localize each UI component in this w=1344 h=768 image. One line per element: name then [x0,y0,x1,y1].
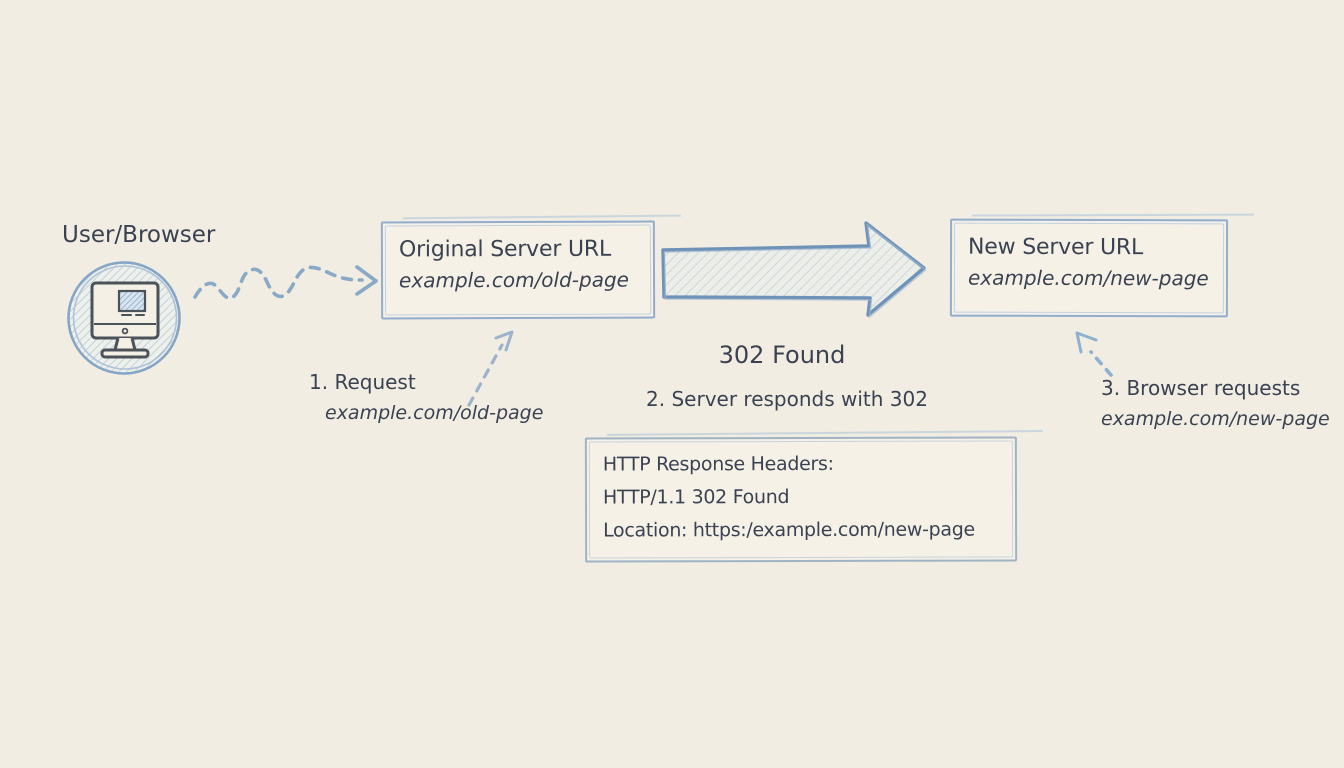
headers-line-title: HTTP Response Headers: [602,452,834,476]
computer-monitor-icon [67,261,181,375]
new-server-box: New Server URL example.com/new-page [949,218,1229,318]
original-server-title: Original Server URL [398,236,612,263]
original-server-box: Original Server URL example.com/old-page [380,220,656,320]
step1-line2: example.com/old-page [325,402,544,424]
redirect-block-arrow-icon [661,221,927,319]
new-server-title: New Server URL [968,234,1144,261]
request-wavy-arrow-icon [193,265,378,300]
new-server-url: example.com/new-page [967,265,1209,291]
http-response-headers-box: HTTP Response Headers: HTTP/1.1 302 Foun… [584,436,1018,563]
user-browser-label: User/Browser [62,222,216,248]
step1-arrow-icon [467,330,514,407]
headers-line-location: Location: https:/example.com/new-page [603,518,975,542]
step1-label: 1. Request example.com/old-page [309,370,543,424]
step3-label: 3. Browser requests example.com/new-page [1101,376,1330,430]
original-server-url: example.com/old-page [398,267,629,293]
step1-line1: 1. Request [309,370,416,394]
step3-line1: 3. Browser requests [1101,376,1301,400]
step3-arrow-icon [1075,331,1113,377]
step2-label: 2. Server responds with 302 [646,387,928,411]
headers-line-status: HTTP/1.1 302 Found [602,486,790,509]
step3-line2: example.com/new-page [1101,408,1330,430]
status-302-found-label: 302 Found [718,341,846,369]
